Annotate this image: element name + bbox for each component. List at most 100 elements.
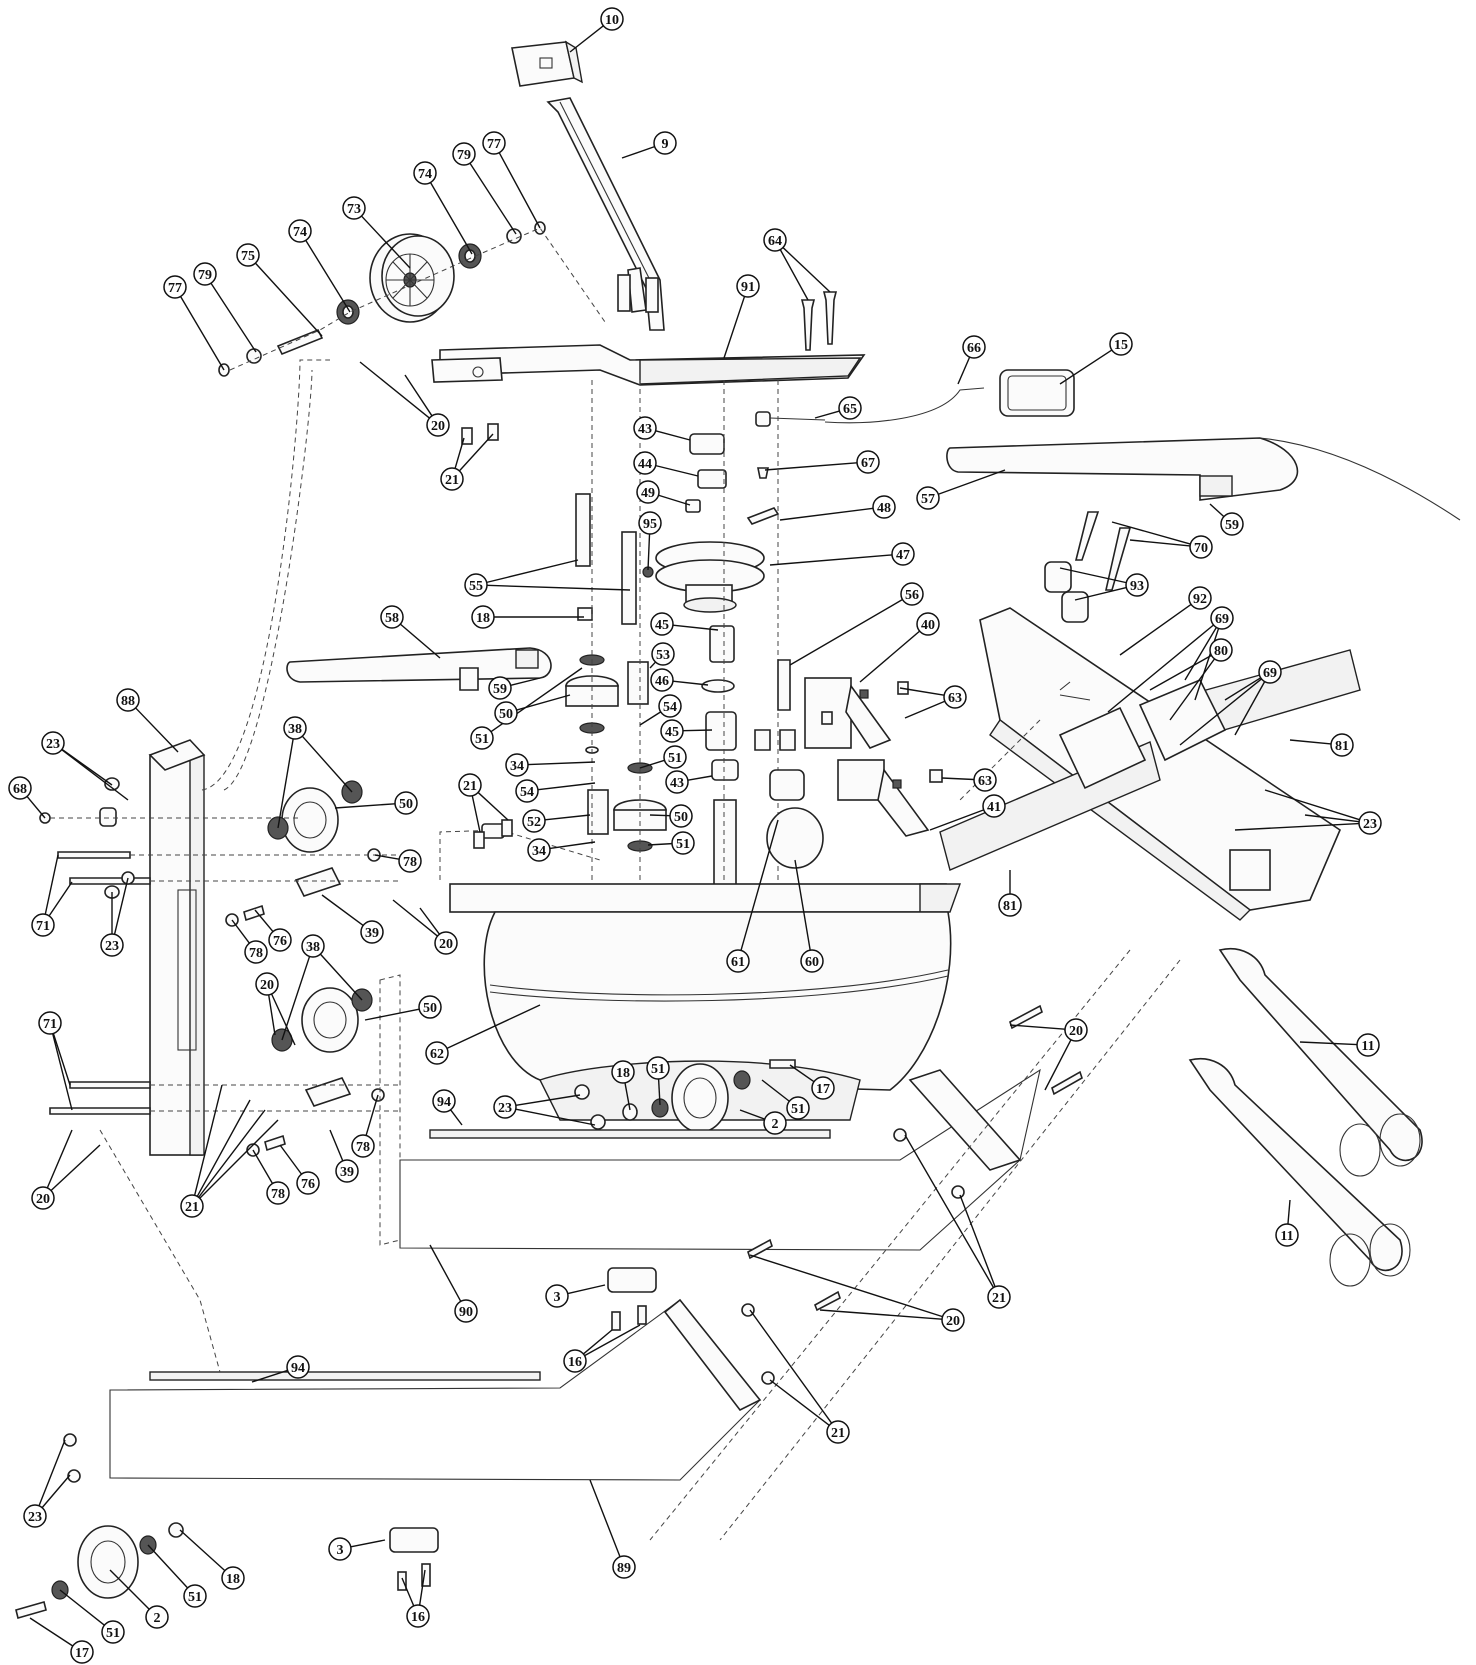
callout-circle (464, 573, 488, 597)
carriage-80 (1058, 678, 1227, 790)
leader-line (458, 433, 494, 472)
leader-line (50, 1144, 101, 1192)
leader-line (639, 759, 665, 769)
callout-circle (826, 1420, 850, 1444)
callout-91: 91 (736, 274, 760, 298)
callout-number: 50 (423, 1001, 437, 1016)
callout-circle (941, 1308, 965, 1332)
callout-circle (736, 274, 760, 298)
callout-69: 69 (1258, 660, 1282, 684)
callout-67: 67 (856, 450, 880, 474)
washer-79-upper (506, 228, 522, 244)
leader-line (515, 1094, 581, 1106)
top-crossbar-part (431, 344, 866, 386)
callout-number: 18 (616, 1066, 630, 1081)
callout-number: 70 (1194, 541, 1208, 556)
leader-line (769, 554, 893, 566)
callout-77: 77 (482, 131, 506, 155)
callout-79: 79 (452, 142, 476, 166)
callout-circle (163, 275, 187, 299)
callout-circle (454, 1299, 478, 1323)
callout-23: 23 (41, 731, 65, 755)
callout-number: 15 (1114, 338, 1128, 353)
callout-95: 95 (638, 511, 662, 535)
leader-lines (26, 25, 1360, 1647)
callout-circle (1330, 733, 1354, 757)
callout-number: 18 (476, 611, 490, 626)
leader-line (1119, 603, 1192, 656)
leader-line (392, 899, 438, 937)
leader-line (569, 25, 604, 53)
callout-number: 81 (1003, 899, 1017, 914)
callout-number: 69 (1215, 612, 1229, 627)
leader-line (584, 1324, 641, 1357)
callout-number: 20 (431, 419, 445, 434)
callout-circle (916, 612, 940, 636)
leader-line (1289, 739, 1332, 745)
callout-73: 73 (342, 196, 366, 220)
seat-rail-92 (979, 607, 1341, 921)
callout-71: 71 (31, 913, 55, 937)
callout-39: 39 (335, 1159, 359, 1183)
callout-circle (1125, 573, 1149, 597)
callout-number: 21 (463, 779, 477, 794)
callout-15: 15 (1109, 332, 1133, 356)
leader-line (29, 1617, 74, 1647)
callout-39: 39 (360, 920, 384, 944)
callout-circle (1275, 1223, 1299, 1247)
callout-74: 74 (288, 219, 312, 243)
callout-circle (471, 605, 495, 629)
callout-number: 18 (226, 1572, 240, 1587)
callout-circle (432, 1089, 456, 1113)
callout-number: 58 (385, 611, 399, 626)
callout-circle (101, 1620, 125, 1644)
callout-circle (660, 719, 684, 743)
callout-number: 47 (896, 548, 910, 563)
leader-line (639, 711, 662, 726)
leader-line (782, 247, 831, 293)
callout-number: 41 (987, 800, 1001, 815)
callout-circle (286, 1355, 310, 1379)
leader-line (1264, 789, 1360, 821)
callout-number: 2 (154, 1611, 161, 1626)
callout-70: 70 (1189, 535, 1213, 559)
callout-21: 21 (826, 1420, 850, 1444)
leader-line (1044, 1039, 1072, 1091)
callout-76: 76 (268, 928, 292, 952)
callout-circle (452, 142, 476, 166)
left-frame-88 (148, 359, 330, 1156)
leader-line (446, 1004, 541, 1049)
callout-circle (1064, 1018, 1088, 1042)
callout-number: 38 (288, 722, 302, 737)
callout-16: 16 (406, 1604, 430, 1628)
wheel-2-upper (574, 1059, 796, 1133)
callout-number: 78 (403, 855, 417, 870)
leader-line (471, 795, 481, 833)
callout-number: 71 (43, 1017, 57, 1032)
callout-circle (31, 913, 55, 937)
callout-71: 71 (38, 1011, 62, 1035)
callout-number: 38 (306, 940, 320, 955)
leader-line (1111, 521, 1191, 545)
callout-number: 49 (641, 486, 655, 501)
leader-line (749, 1254, 943, 1318)
callout-circle (1356, 1033, 1380, 1057)
callout-circle (1210, 606, 1234, 630)
callout-circle (398, 849, 422, 873)
callout-number: 76 (273, 934, 287, 949)
leader-line (899, 687, 945, 696)
callout-number: 45 (655, 618, 669, 633)
callout-21: 21 (180, 1194, 204, 1218)
callout-74: 74 (413, 161, 437, 185)
callout-23: 23 (23, 1504, 47, 1528)
callout-61: 61 (726, 949, 750, 973)
leader-line (589, 1479, 621, 1558)
callout-79: 79 (193, 262, 217, 286)
callout-number: 23 (498, 1101, 512, 1116)
callout-circle (998, 893, 1022, 917)
callout-number: 3 (337, 1543, 344, 1558)
leader-line (567, 1284, 606, 1295)
leader-line (544, 814, 591, 821)
leader-line (647, 842, 673, 846)
callout-circle (425, 1041, 449, 1065)
